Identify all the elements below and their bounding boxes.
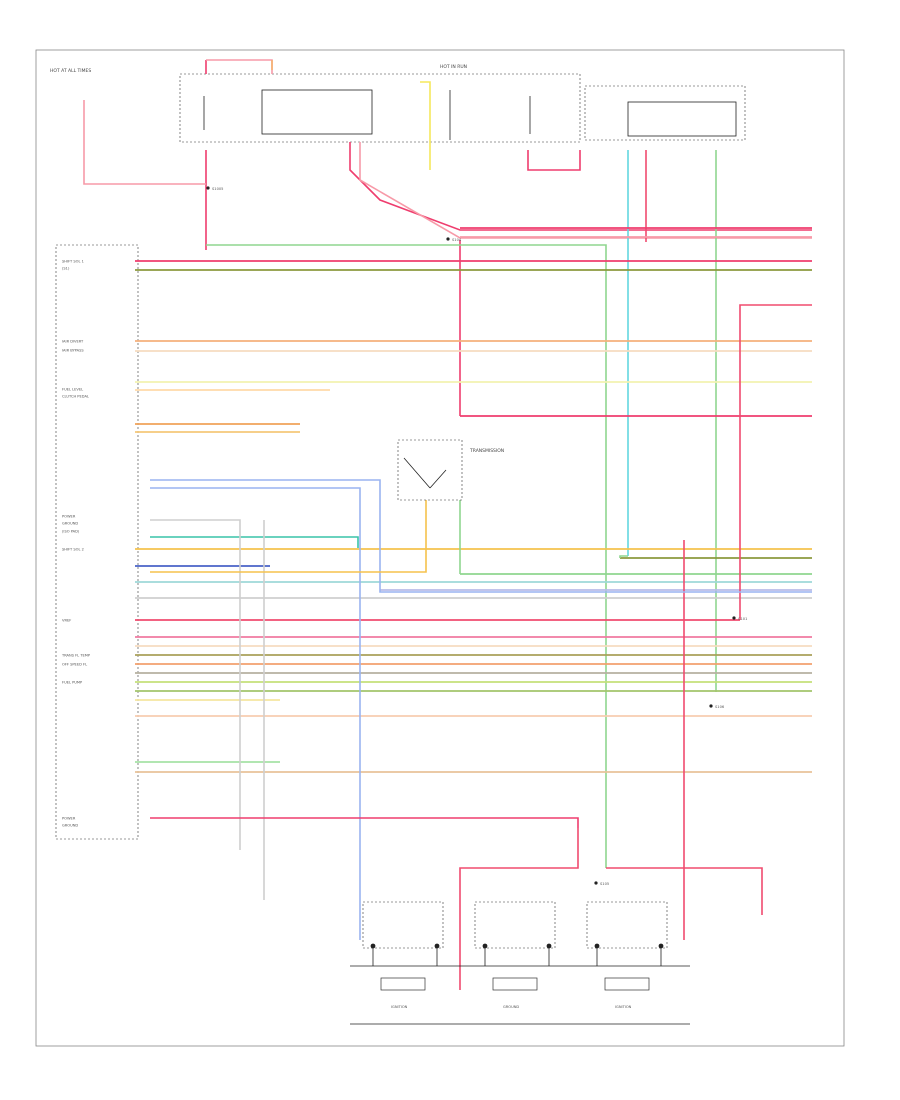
pcm-pin-label: TRANS FL TEMP [61, 654, 91, 658]
trans-range-switch [397, 439, 463, 501]
relay-0: IGNITION [362, 901, 444, 1009]
diagram-border [35, 49, 845, 1047]
splice-label: S1005 [212, 187, 223, 191]
pcm-module: SHIFT SOL 1 (S1) IAIR DIVERT IAIR BYPASS FUE… [55, 244, 139, 840]
pcm-pin-label: FUEL PUMP [62, 681, 83, 685]
pcm-pin-label: IAIR DIVERT [62, 340, 84, 344]
fuse-box [179, 73, 746, 143]
pcm-pin-label: CLUTCH PEDAL [62, 395, 89, 399]
pcm-pin-label: GROUND [62, 522, 78, 526]
pcm-pin-label: IAIR BYPASS [62, 349, 84, 353]
pcm-pin-label: VREF [62, 619, 71, 623]
component-label: TRANSMISSION [469, 448, 504, 454]
relay-2: IGNITION [586, 901, 668, 1009]
splice-dot [206, 186, 210, 190]
pcm-pin-label: GROUND [62, 824, 78, 828]
pcm-pin-label: (ISO PAD) [62, 530, 80, 534]
splice-label: S106 [715, 705, 725, 709]
pcm-pin-label: SHIFT SOL 2 [62, 548, 84, 552]
harness-wires [135, 227, 812, 773]
pcm-pin-label: SHIFT SOL 1 [62, 260, 84, 264]
splice-dot [709, 704, 713, 708]
splice-dot [446, 237, 450, 241]
svg-text:GROUND: GROUND [503, 1005, 519, 1009]
svg-text:IGNITION: IGNITION [615, 1005, 632, 1009]
splice-label: S105 [600, 882, 609, 886]
pcm-pin-label: FUEL LEVEL [62, 388, 83, 392]
splice-label: S104 [452, 238, 462, 242]
splice-dot [732, 616, 736, 620]
relay-bank: IGNITION GROUND IGNITION [362, 901, 668, 1009]
splice-dot [594, 881, 598, 885]
pcm-pin-label: (S1) [62, 267, 70, 271]
relay-1: GROUND [474, 901, 556, 1009]
top-wiring [83, 59, 812, 868]
pcm-pin-label: POWER [62, 817, 76, 821]
svg-text:IGNITION: IGNITION [391, 1005, 408, 1009]
component-label: HOT IN RUN [440, 64, 467, 70]
splice-label: C101 [738, 617, 747, 621]
pcm-pin-label: OFF SPEED FL [62, 663, 87, 667]
component-labels: HOT AT ALL TIMES HOT IN RUN TRANSMISSION [50, 64, 504, 454]
pcm-pin-label: POWER [62, 515, 76, 519]
vertical-wires [150, 304, 812, 990]
component-label: HOT AT ALL TIMES [50, 68, 91, 74]
